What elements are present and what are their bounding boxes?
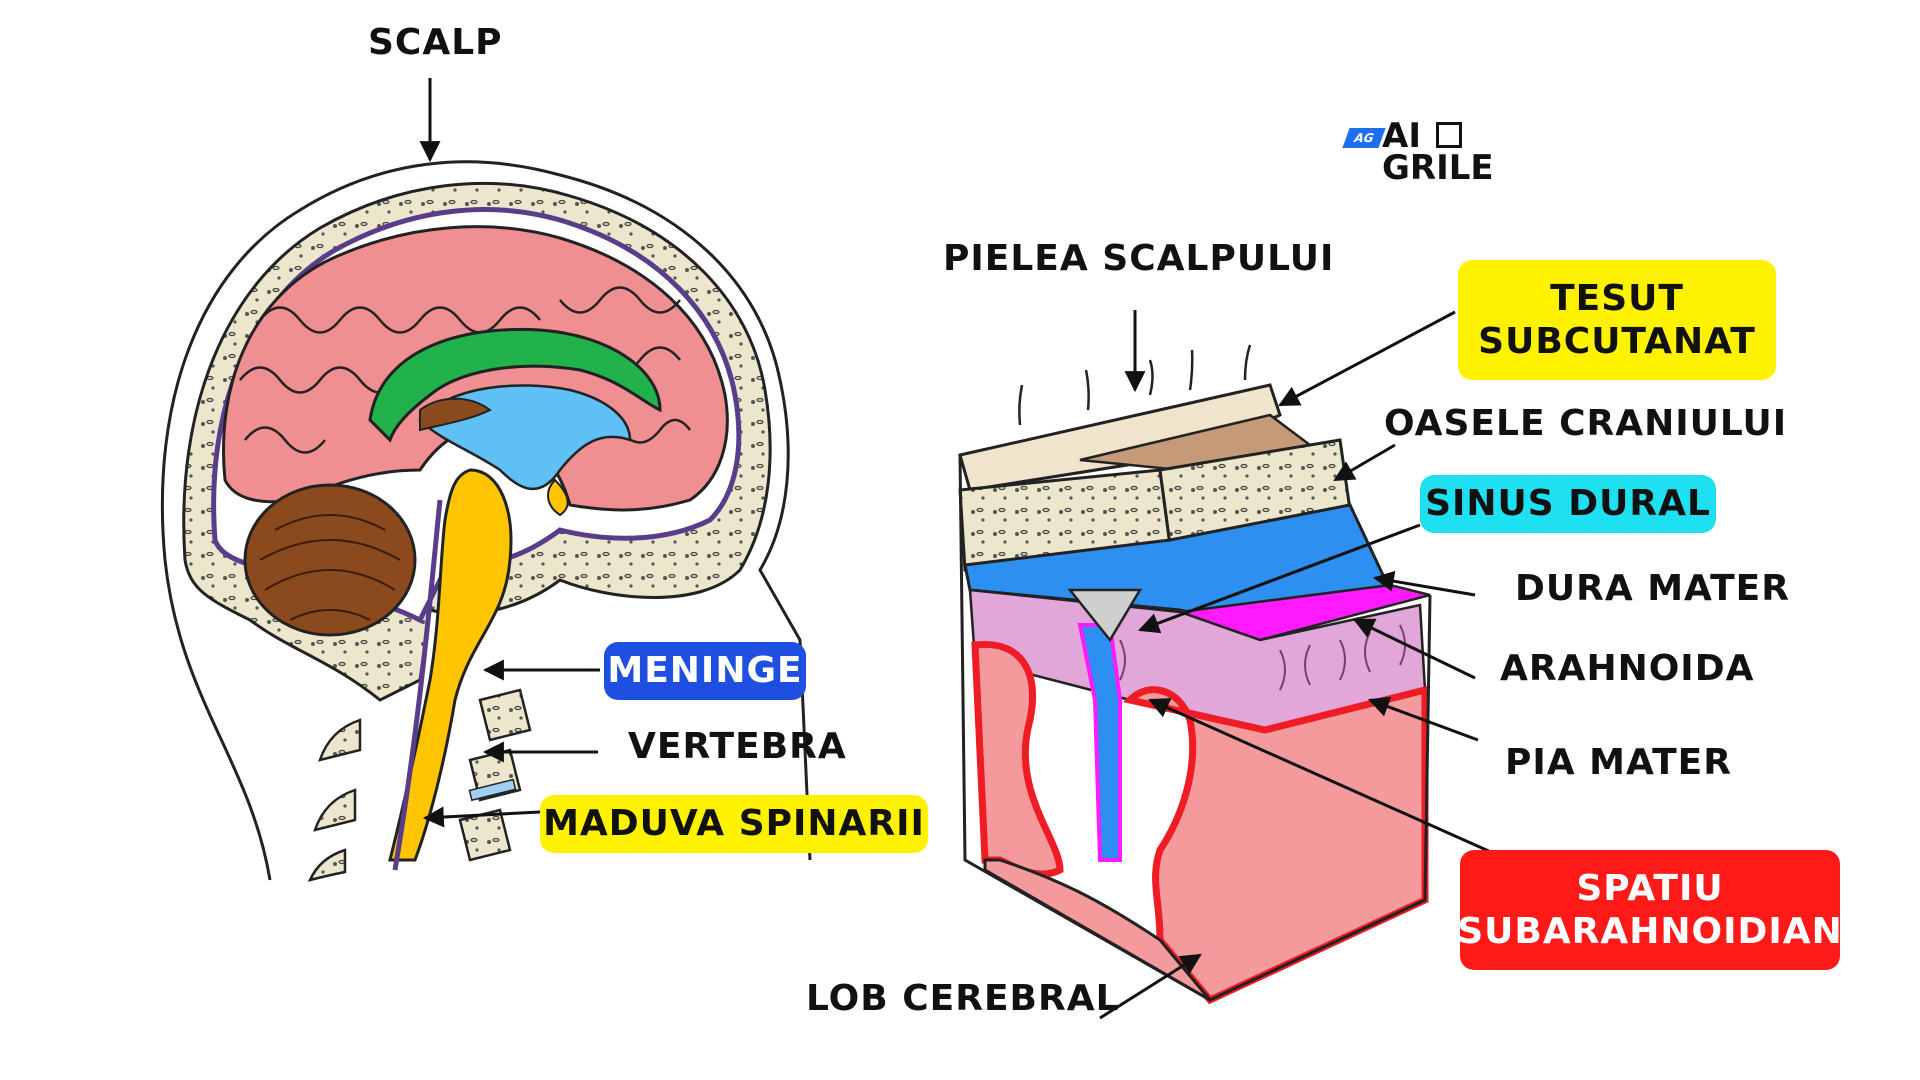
pituitary [547,478,569,517]
label-tesut-line2: SUBCUTANAT [1478,321,1756,362]
spinal-meninges [392,499,443,871]
label-pielea: PIELEA SCALPULUI [943,238,1335,279]
label-arahnoida: ARAHNOIDA [1500,648,1755,689]
corpus-callosum [368,327,662,443]
label-dura: DURA MATER [1515,568,1790,609]
arrow-lob [1099,953,1202,1020]
aigrile-logo: AG AI GRILE [1340,108,1494,188]
checkbox-icon [1436,122,1462,148]
head-sagittal-section [160,160,812,882]
label-spatiu-line1: SPATIU [1576,867,1724,909]
arrow-oasele [1333,443,1396,482]
label-tesut-line1: TESUT [1550,277,1684,319]
cerebral-cortex-bottom [983,858,1212,1002]
arrow-arahnoida [1353,618,1476,680]
label-meninge: MENINGE [604,642,806,700]
label-meninge-text: MENINGE [607,650,803,692]
cerebral-cortex-block [1123,685,1429,1005]
cerebellum [243,483,417,637]
logo-grile: GRILE [1382,148,1494,188]
sulcus-vessel [1077,623,1122,862]
hair-strands [1018,344,1252,426]
label-sinus: SINUS DURAL [1420,475,1716,533]
arrow-maduva [422,806,541,828]
label-pia: PIA MATER [1505,742,1732,783]
intervertebral-disc [468,778,517,802]
block-outline [958,454,1432,1002]
label-vertebra: VERTEBRA [628,726,847,767]
arrow-spatiu [1148,698,1521,867]
brainstem-spinal-cord [388,468,513,862]
label-spatiu: SPATIU SUBARAHNOIDIAN [1457,850,1843,970]
arrow-sinus [1138,523,1421,634]
label-oasele: OASELE CRANIULUI [1384,403,1788,444]
dural-sinus [1067,588,1143,643]
arrow-dura [1372,570,1476,597]
label-sinus-text: SINUS DURAL [1425,483,1711,525]
thalamus [419,397,492,432]
logo-badge: AG [1342,128,1386,148]
cerebellum-folds [259,514,401,621]
meninges-layer-block [958,344,1432,1005]
arrow-tesut [1278,310,1456,407]
label-maduva: MADUVA SPINARII [540,795,928,853]
label-maduva-text: MADUVA SPINARII [543,803,925,845]
label-tesut: TESUT SUBCUTANAT [1458,260,1776,380]
label-lob: LOB CEREBRAL [806,978,1120,1019]
label-spatiu-line2: SUBARAHNOIDIAN [1457,911,1843,952]
label-scalp: SCALP [368,22,503,63]
logo-ai: AI [1382,116,1421,156]
trabeculae [1119,624,1406,691]
arrow-pia [1368,696,1479,742]
